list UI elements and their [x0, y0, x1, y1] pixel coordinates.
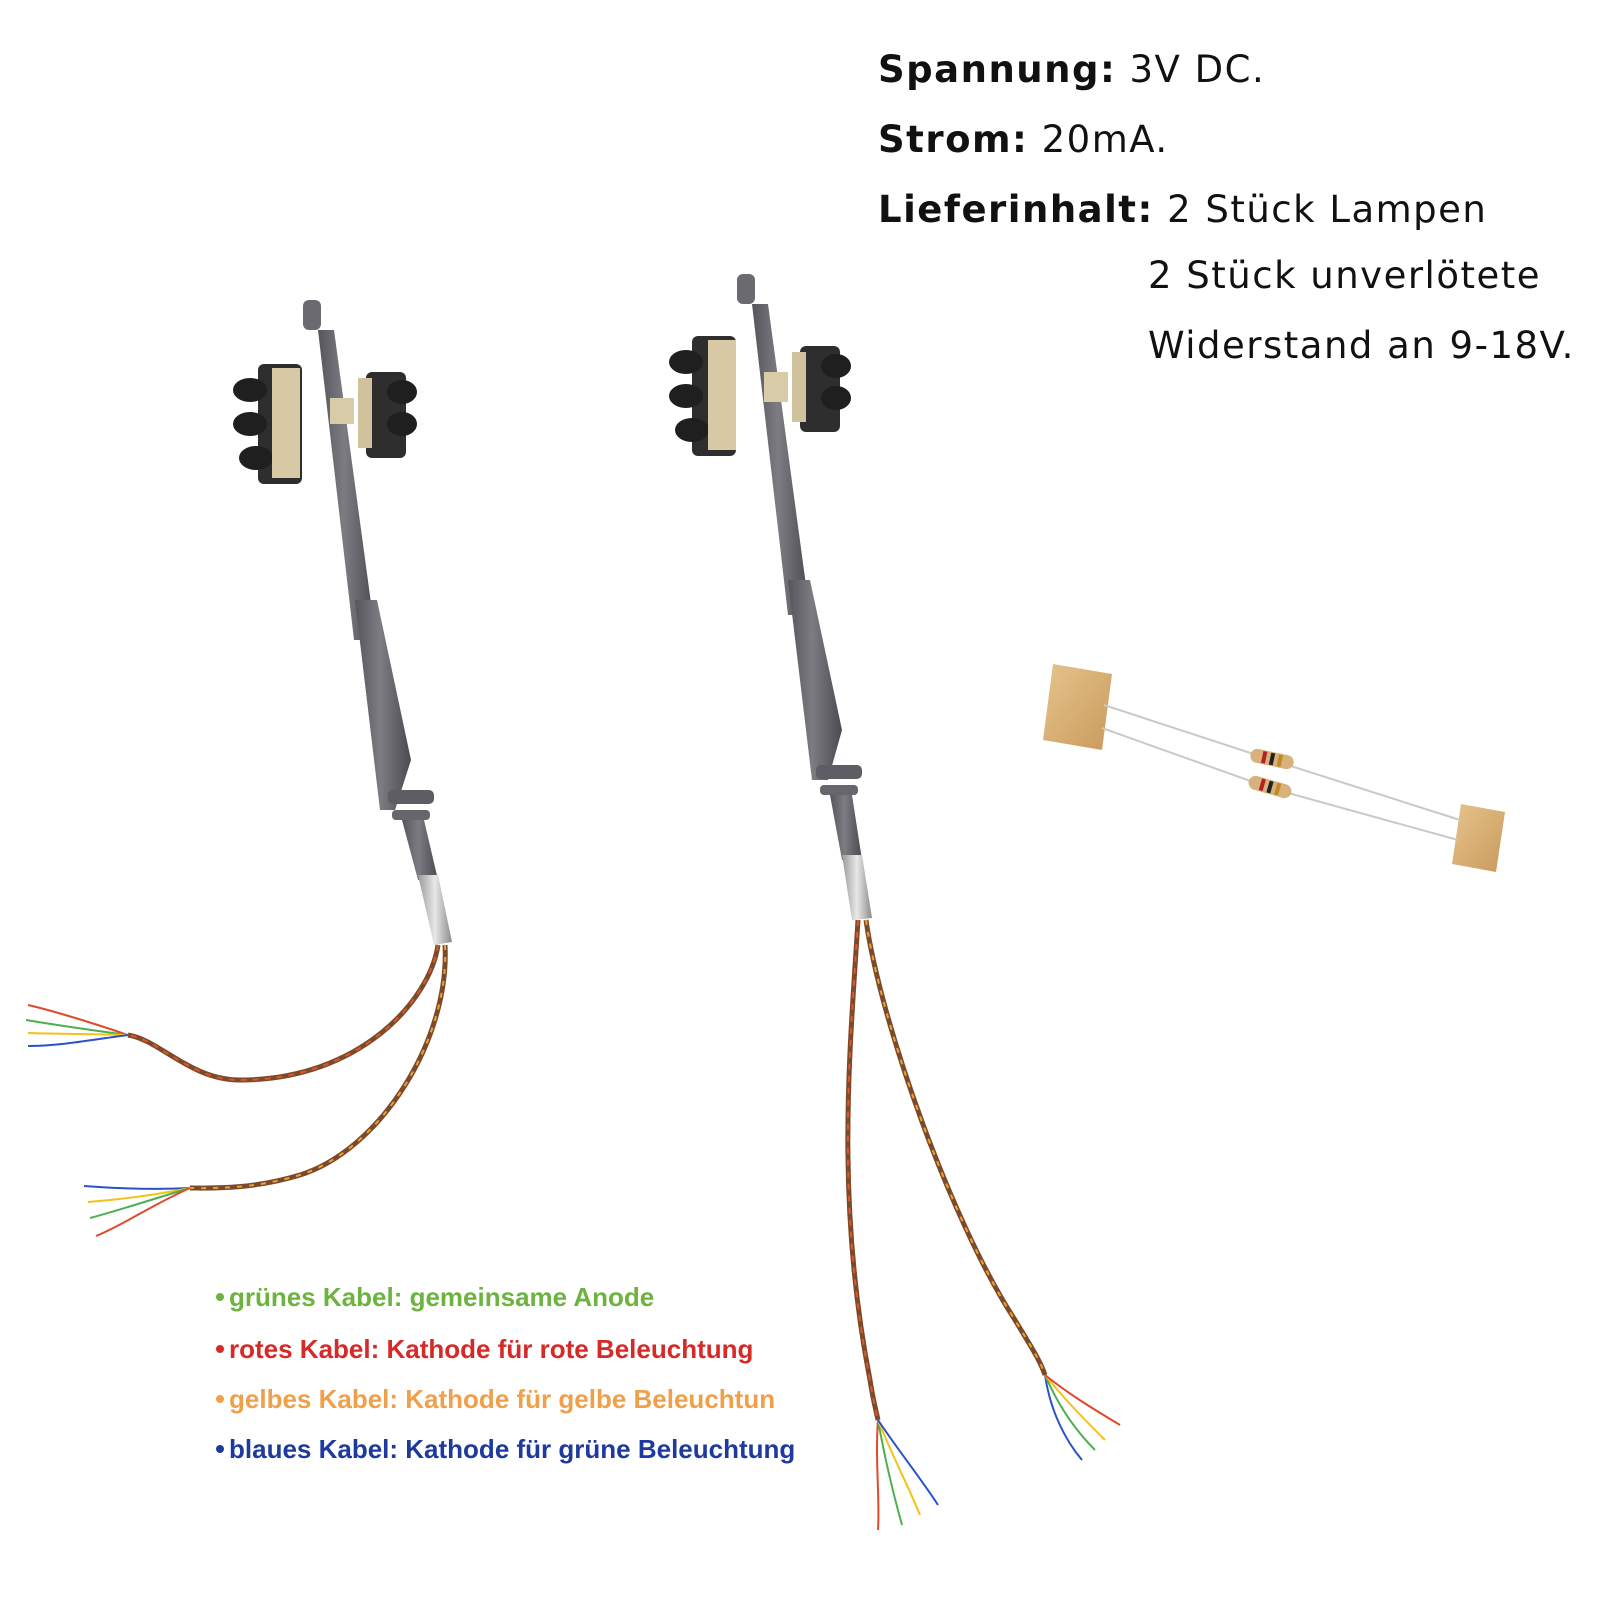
contents-line-3: Widerstand an 9-18V.: [1148, 324, 1575, 367]
legend-text: gelbes Kabel: Kathode für gelbe Beleucht…: [229, 1384, 776, 1414]
bullet-icon: [216, 1293, 224, 1302]
voltage-label: Spannung:: [878, 48, 1117, 91]
legend-text: grünes Kabel: gemeinsame Anode: [229, 1282, 655, 1312]
traffic-light-lamp-right: [669, 274, 1121, 1531]
spec-voltage: Spannung: 3V DC.: [878, 48, 1265, 91]
bullet-icon: [216, 1345, 224, 1354]
spec-contents: Lieferinhalt: 2 Stück Lampen: [878, 188, 1487, 231]
wire-ends-right-left: [876, 1419, 939, 1531]
legend-item-green: grünes Kabel: gemeinsame Anode: [216, 1282, 654, 1313]
traffic-light-lamp-left: [25, 300, 452, 1237]
contents-line-2: 2 Stück unverlötete: [1148, 254, 1542, 297]
wire-ends-left-upper: [25, 1004, 129, 1047]
bullet-icon: [216, 1395, 224, 1404]
legend-text: rotes Kabel: Kathode für rote Beleuchtun…: [229, 1334, 754, 1364]
resistor-pair: [1043, 664, 1505, 872]
resistor-icon: [1043, 664, 1505, 872]
wire-ends-left-lower: [83, 1185, 191, 1237]
spec-contents-line-3: Widerstand an 9-18V.: [1148, 324, 1575, 367]
legend-item-red: rotes Kabel: Kathode für rote Beleuchtun…: [216, 1334, 753, 1365]
bullet-icon: [216, 1445, 224, 1454]
signal-head-right: [669, 336, 851, 456]
legend-item-yellow: gelbes Kabel: Kathode für gelbe Beleucht…: [216, 1384, 775, 1415]
legend-text: blaues Kabel: Kathode für grüne Beleucht…: [229, 1434, 796, 1464]
legend-item-blue: blaues Kabel: Kathode für grüne Beleucht…: [216, 1434, 795, 1465]
contents-label: Lieferinhalt:: [878, 188, 1154, 231]
current-label: Strom:: [878, 118, 1029, 161]
signal-head-left: [233, 364, 417, 484]
contents-line-1: 2 Stück Lampen: [1167, 188, 1488, 231]
spec-current: Strom: 20mA.: [878, 118, 1169, 161]
voltage-value: 3V DC.: [1129, 48, 1266, 91]
wire-ends-right-right: [1044, 1374, 1121, 1461]
current-value: 20mA.: [1041, 118, 1169, 161]
spec-contents-line-2: 2 Stück unverlötete: [1148, 254, 1541, 297]
